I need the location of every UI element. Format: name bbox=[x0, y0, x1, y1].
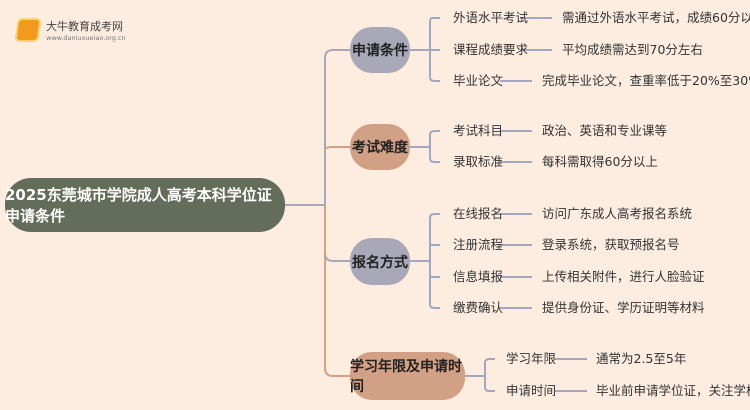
leaf-label: 申请时间 bbox=[506, 383, 557, 398]
leaf-label: 学习年限 bbox=[506, 351, 557, 366]
leaf-detail: 通常为2.5至5年 bbox=[596, 351, 687, 366]
branch-node: 考试难度 bbox=[350, 124, 410, 170]
book-icon bbox=[16, 20, 40, 40]
leaf-label: 信息填报 bbox=[453, 269, 504, 284]
branch-node: 学习年限及申请时间 bbox=[350, 352, 465, 400]
leaf-detail: 每科需取得60分以上 bbox=[542, 154, 658, 169]
leaf-label: 缴费确认 bbox=[453, 300, 504, 315]
leaf-label: 考试科目 bbox=[453, 123, 504, 138]
leaf-detail: 访问广东成人高考报名系统 bbox=[542, 206, 693, 221]
leaf-detail: 平均成绩需达到70分左右 bbox=[562, 42, 703, 57]
leaf-label: 毕业论文 bbox=[453, 73, 504, 88]
leaf-label: 课程成绩要求 bbox=[453, 42, 529, 57]
leaf-detail: 需通过外语水平考试，成绩60分以上 bbox=[562, 10, 750, 25]
leaf-detail: 登录系统，获取预报名号 bbox=[542, 237, 680, 252]
branch-node: 申请条件 bbox=[350, 27, 410, 73]
leaf-label: 外语水平考试 bbox=[453, 10, 529, 25]
leaf-detail: 上传相关附件，进行人脸验证 bbox=[542, 269, 705, 284]
leaf-detail: 政治、英语和专业课等 bbox=[542, 123, 668, 138]
branch-node: 报名方式 bbox=[350, 238, 410, 285]
leaf-detail: 提供身份证、学历证明等材料 bbox=[542, 300, 705, 315]
root-node: 2025东莞城市学院成人高考本科学位证申请条件 bbox=[5, 178, 285, 232]
logo-url: www.daniuxueiao.org.cn bbox=[46, 34, 126, 42]
leaf-detail: 毕业前申请学位证，关注学校通知 bbox=[596, 383, 750, 398]
logo-name: 大牛教育成考网 bbox=[46, 20, 123, 33]
leaf-label: 录取标准 bbox=[453, 154, 504, 169]
leaf-label: 注册流程 bbox=[453, 237, 504, 252]
leaf-detail: 完成毕业论文，查重率低于20%至30% bbox=[542, 73, 750, 88]
leaf-label: 在线报名 bbox=[453, 206, 504, 221]
